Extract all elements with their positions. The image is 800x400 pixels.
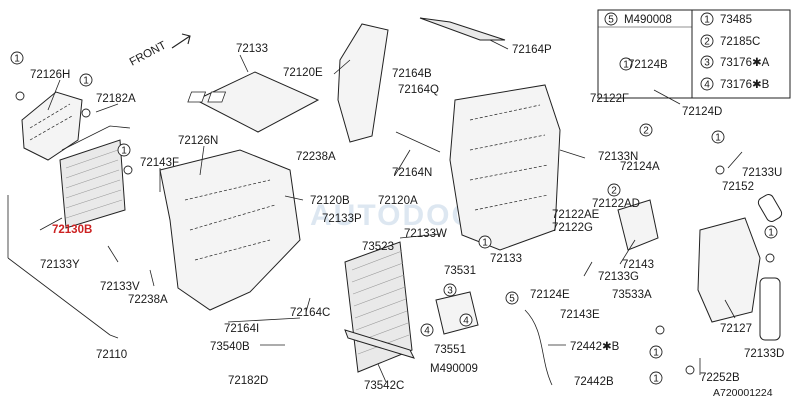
label-72164c: 72164C <box>290 307 330 319</box>
label-72143f: 72143F <box>140 157 179 169</box>
label-72133-top: 72133 <box>236 43 268 55</box>
callout-2-b: 2 <box>611 186 617 197</box>
callout-1-d: 1 <box>482 238 488 249</box>
label-72122f: 72122F <box>590 93 629 105</box>
label-73542c: 73542C <box>364 380 404 392</box>
label-72182a: 72182A <box>96 93 136 105</box>
label-m490009: M490009 <box>430 363 478 375</box>
label-72133g: 72133G <box>598 271 639 283</box>
label-72124e: 72124E <box>530 289 570 301</box>
leader-lines <box>39 39 743 383</box>
legend-mark-1 <box>700 12 714 26</box>
label-72122g: 72122G <box>552 222 593 234</box>
label-72164b: 72164B <box>392 68 432 80</box>
legend-part-72185c: 72185C <box>720 36 760 48</box>
label-72238a-top: 72238A <box>296 151 336 163</box>
part-drawings <box>15 17 783 386</box>
assembly-bracket <box>7 195 119 339</box>
legend-mark-3-text: 3 <box>704 58 710 69</box>
label-73523: 73523 <box>362 241 394 253</box>
legend-mark-2-text: 2 <box>704 37 710 48</box>
label-72133y: 72133Y <box>40 259 80 271</box>
callout-1-g: 1 <box>653 348 659 359</box>
label-72133d: 72133D <box>744 348 784 360</box>
label-73533a: 73533A <box>612 289 652 301</box>
part-labels: 72126H 72182A 72133 72120E 72164P 72164B… <box>30 43 784 399</box>
label-72152: 72152 <box>722 181 754 193</box>
label-72122ad: 72122AD <box>592 198 640 210</box>
callout-5-a: 5 <box>509 294 515 305</box>
label-72120b: 72120B <box>310 195 350 207</box>
label-72238a-bottom: 72238A <box>128 294 168 306</box>
label-72252b: 72252B <box>700 372 740 384</box>
label-72143e: 72143E <box>560 309 600 321</box>
legend-mark-2 <box>700 34 714 48</box>
callout-1-h: 1 <box>653 374 659 385</box>
label-72133n: 72133N <box>598 151 638 163</box>
label-72133-mid: 72133 <box>490 253 522 265</box>
callout-1-e: 1 <box>715 133 721 144</box>
legend-part-73485: 73485 <box>720 14 752 26</box>
callout-1-b: 1 <box>83 76 89 87</box>
legend-mark-4-text: 4 <box>704 80 710 91</box>
label-72124d: 72124D <box>682 106 722 118</box>
label-73551: 73551 <box>434 344 466 356</box>
label-72133v: 72133V <box>100 281 140 293</box>
front-label: FRONT <box>128 39 169 68</box>
callout-2-a: 2 <box>643 126 649 137</box>
label-72122ae: 72122AE <box>552 209 600 221</box>
legend-part-73176a: 73176✱A <box>720 57 770 69</box>
label-72124a: 72124A <box>620 161 660 173</box>
legend-mark-5 <box>604 12 618 26</box>
label-72133w: 72133W <box>404 228 447 240</box>
label-72127: 72127 <box>720 323 752 335</box>
label-72164p: 72164P <box>512 44 552 56</box>
legend-mark-4 <box>700 77 714 91</box>
label-72133u: 72133U <box>742 167 782 179</box>
label-72442b: 72442B <box>574 376 614 388</box>
legend-part-73176b: 73176✱B <box>720 79 770 91</box>
callout-3-a: 3 <box>447 286 453 297</box>
watermark: AUTODOC <box>310 199 475 232</box>
label-72164q: 72164Q <box>398 84 439 96</box>
label-72130b-highlighted: 72130B <box>52 224 92 236</box>
label-72126h: 72126H <box>30 69 70 81</box>
legend-part-m490008: M490008 <box>624 14 672 26</box>
label-72133p: 72133P <box>322 213 362 225</box>
label-72126n: 72126N <box>178 135 218 147</box>
label-72120e: 72120E <box>283 67 323 79</box>
label-72164n: 72164N <box>392 167 432 179</box>
label-72143: 72143 <box>622 259 654 271</box>
callout-1-f: 1 <box>768 228 774 239</box>
label-72442b-star: 72442✱B <box>570 341 620 353</box>
label-72164i: 72164I <box>224 323 259 335</box>
label-72182d: 72182D <box>228 375 268 387</box>
callout-markers: 1 1 1 1 1 1 1 1 1 2 2 3 4 4 5 <box>10 51 778 385</box>
legend-mark-3 <box>700 55 714 69</box>
figure-id: A720001224 <box>713 387 773 399</box>
label-72110: 72110 <box>96 349 127 361</box>
legend-table: 5 M490008 1 73485 2 72185C 3 73176✱A 4 7… <box>597 9 791 99</box>
label-72120a: 72120A <box>378 195 418 207</box>
label-73540b: 73540B <box>210 341 250 353</box>
legend-mark-1-text: 1 <box>704 15 710 26</box>
front-arrow: FRONT <box>128 33 191 69</box>
callout-4-b: 4 <box>463 316 469 327</box>
callout-1-i: 1 <box>623 60 629 71</box>
label-72124b: 72124B <box>628 59 668 71</box>
label-73531: 73531 <box>444 265 476 277</box>
callout-4-a: 4 <box>424 326 430 337</box>
callout-1-c: 1 <box>121 146 127 157</box>
callout-1-a: 1 <box>14 54 20 65</box>
legend-mark-5-text: 5 <box>608 15 614 26</box>
